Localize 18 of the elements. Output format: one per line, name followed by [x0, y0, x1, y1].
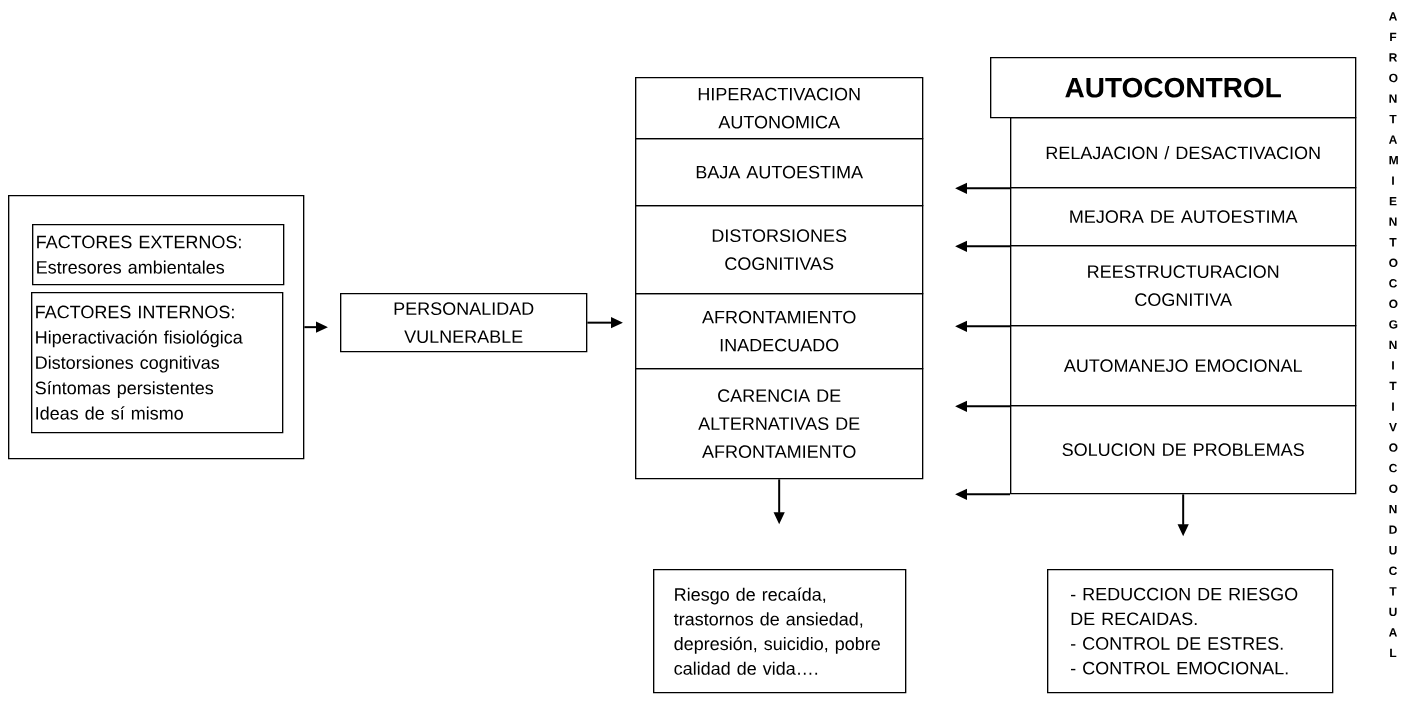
factor-box: FACTORES EXTERNOS: Estresores ambientales — [32, 224, 285, 286]
stack-cell: REESTRUCTURACION COGNITIVA — [1010, 245, 1357, 327]
stack-cell: BAJA AUTOESTIMA — [635, 138, 924, 207]
stack-cell: CARENCIA DE ALTERNATIVAS DE AFRONTAMIENTO — [635, 368, 924, 480]
stack-cell: AUTOMANEJO EMOCIONAL — [1010, 325, 1357, 407]
factor-box: FACTORES INTERNOS: Hiperactivación fisiológica Distorsiones cognitivas Síntomas persistentes Ideas de sí mismo — [31, 292, 284, 434]
stack-cell: DISTORSIONES COGNITIVAS — [635, 205, 924, 295]
stack-cell: HIPERACTIVACION AUTONOMICA — [635, 77, 924, 140]
group-box — [8, 195, 305, 460]
vertical-label: AFRONTAMIENTO COGNITIVO CONDUCTUAL — [1388, 12, 1398, 658]
heading-box: AUTOCONTROL — [990, 57, 1357, 119]
stack-cell: RELAJACION / DESACTIVACION — [1010, 117, 1357, 189]
process-box: PERSONALIDAD VULNERABLE — [340, 293, 588, 353]
stack-cell: MEJORA DE AUTOESTIMA — [1010, 187, 1357, 247]
outcome-box: - REDUCCION DE RIESGO DE RECAIDAS. - CONTROL DE ESTRES. - CONTROL EMOCIONAL. — [1047, 569, 1334, 694]
stack-cell: AFRONTAMIENTO INADECUADO — [635, 293, 924, 370]
stack-cell: SOLUCION DE PROBLEMAS — [1010, 405, 1357, 495]
outcome-box: Riesgo de recaída, trastornos de ansiedad, depresión, suicidio, pobre calidad de vida…. — [653, 569, 907, 694]
